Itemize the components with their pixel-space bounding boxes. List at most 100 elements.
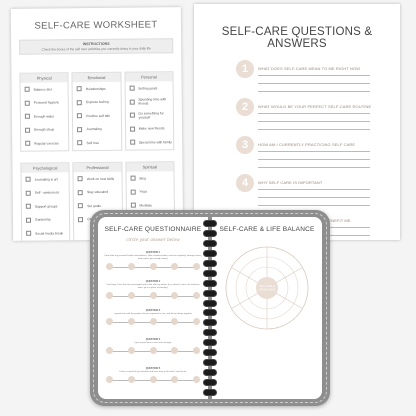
questionnaire-title: SELF-CARE QUESTIONNAIRE (104, 226, 202, 233)
checkbox[interactable] (24, 100, 30, 106)
question-label: QUESTION 3 (145, 309, 161, 312)
checkbox[interactable] (129, 85, 135, 91)
scale-option[interactable] (193, 291, 200, 299)
life-balance-title: SELF-CARE & LIFE BALANCE (219, 226, 315, 233)
scale-option[interactable] (149, 317, 157, 325)
binding-ring (203, 349, 217, 357)
scale-options (104, 262, 202, 270)
qa-title: SELF-CARE QUESTIONS & ANSWERS (221, 26, 373, 50)
checkbox[interactable] (77, 126, 83, 132)
checkbox[interactable] (129, 126, 135, 132)
answer-scale (104, 375, 202, 384)
question-label: QUESTION 5 (145, 367, 161, 370)
scale-options (104, 291, 202, 299)
wheel-center-label-2: LIFE BALANCE (259, 289, 276, 292)
scale-option[interactable] (106, 262, 113, 270)
scale-option[interactable] (171, 291, 179, 299)
scale-option[interactable] (149, 262, 157, 270)
worksheet-item: Express feeling (73, 95, 120, 109)
checkbox[interactable] (25, 127, 31, 133)
qa-question: WHY SELF CARE IS IMPORTANT (258, 180, 323, 185)
answer-line[interactable] (258, 113, 370, 114)
scale-option[interactable] (127, 291, 135, 299)
scale-option[interactable] (193, 262, 200, 270)
checkbox[interactable] (78, 189, 84, 195)
answer-line[interactable] (258, 83, 370, 84)
binding-ring (203, 299, 217, 307)
scale-option[interactable] (127, 346, 135, 354)
checkbox[interactable] (24, 86, 30, 93)
answer-line[interactable] (258, 75, 370, 76)
checkbox[interactable] (25, 203, 31, 209)
worksheet-item-label: Self - awareness (34, 190, 60, 195)
answer-line[interactable] (258, 189, 370, 190)
checkbox[interactable] (77, 113, 83, 119)
scale-option[interactable] (149, 291, 157, 299)
scale-option[interactable] (149, 346, 157, 354)
worksheet-item-label: Spending time with friends (138, 97, 167, 106)
scale-option[interactable] (106, 346, 113, 354)
checkbox[interactable] (129, 99, 135, 105)
wheel-spoke (231, 293, 258, 309)
wheel-spoke (276, 293, 303, 309)
scale-option[interactable] (127, 317, 135, 325)
checkbox[interactable] (130, 175, 136, 181)
scale-option[interactable] (127, 262, 135, 270)
worksheet-item: Setting goals (125, 81, 172, 95)
worksheet-item-label: Journaling & art (34, 177, 58, 182)
answer-line[interactable] (258, 205, 370, 206)
checkbox[interactable] (77, 176, 83, 182)
checkbox[interactable] (76, 86, 82, 92)
answer-line[interactable] (258, 197, 370, 198)
scale-option[interactable] (193, 375, 200, 383)
checkbox[interactable] (78, 203, 84, 209)
answer-line[interactable] (258, 159, 370, 160)
checkbox[interactable] (130, 189, 136, 195)
scale-option[interactable] (127, 375, 135, 383)
answer-line[interactable] (258, 151, 370, 152)
qa-number-badge: 4 (236, 174, 254, 192)
worksheet-column-header: Psychological (21, 163, 69, 173)
checkbox[interactable] (25, 190, 31, 196)
scale-option[interactable] (106, 291, 113, 299)
checkbox[interactable] (77, 140, 83, 146)
checkbox[interactable] (77, 99, 83, 105)
worksheet-item: Regular exercise (21, 136, 68, 150)
worksheet-title: SELF-CARE WORKSHEET (34, 19, 158, 32)
scale-option[interactable] (171, 346, 179, 354)
checkbox[interactable] (25, 176, 31, 183)
scale-option[interactable] (171, 262, 179, 270)
checkbox[interactable] (78, 216, 84, 222)
checkbox[interactable] (129, 139, 135, 145)
question-text: I give myself time to rest and recharge. (134, 342, 172, 344)
scale-option[interactable] (171, 375, 179, 383)
question-label: QUESTION 4 (145, 338, 161, 341)
qa-question: WHAT DOES SELF-CARE MEAN TO ME RIGHT NOW (258, 66, 361, 71)
checkbox[interactable] (25, 140, 31, 147)
checkbox[interactable] (24, 113, 30, 120)
checkbox[interactable] (25, 217, 32, 223)
answer-line[interactable] (258, 91, 370, 92)
scale-option[interactable] (149, 375, 157, 383)
checkbox[interactable] (26, 230, 32, 236)
scale-option[interactable] (193, 317, 200, 325)
answer-line[interactable] (258, 167, 370, 168)
binding-ring (203, 269, 217, 277)
answer-line[interactable] (258, 121, 370, 122)
qa-number-badge: 2 (236, 98, 254, 116)
scale-option[interactable] (171, 317, 179, 325)
answer-line[interactable] (258, 129, 370, 130)
scale-option[interactable] (193, 346, 200, 354)
worksheet-item-label: Balance diet (33, 87, 52, 92)
checkbox[interactable] (129, 112, 135, 118)
scale-option[interactable] (106, 317, 113, 325)
checkbox[interactable] (130, 202, 136, 208)
self-care-worksheet-page: SELF-CARE WORKSHEET INSTRUCTIONS Check t… (10, 7, 184, 241)
scale-option[interactable] (106, 375, 113, 383)
